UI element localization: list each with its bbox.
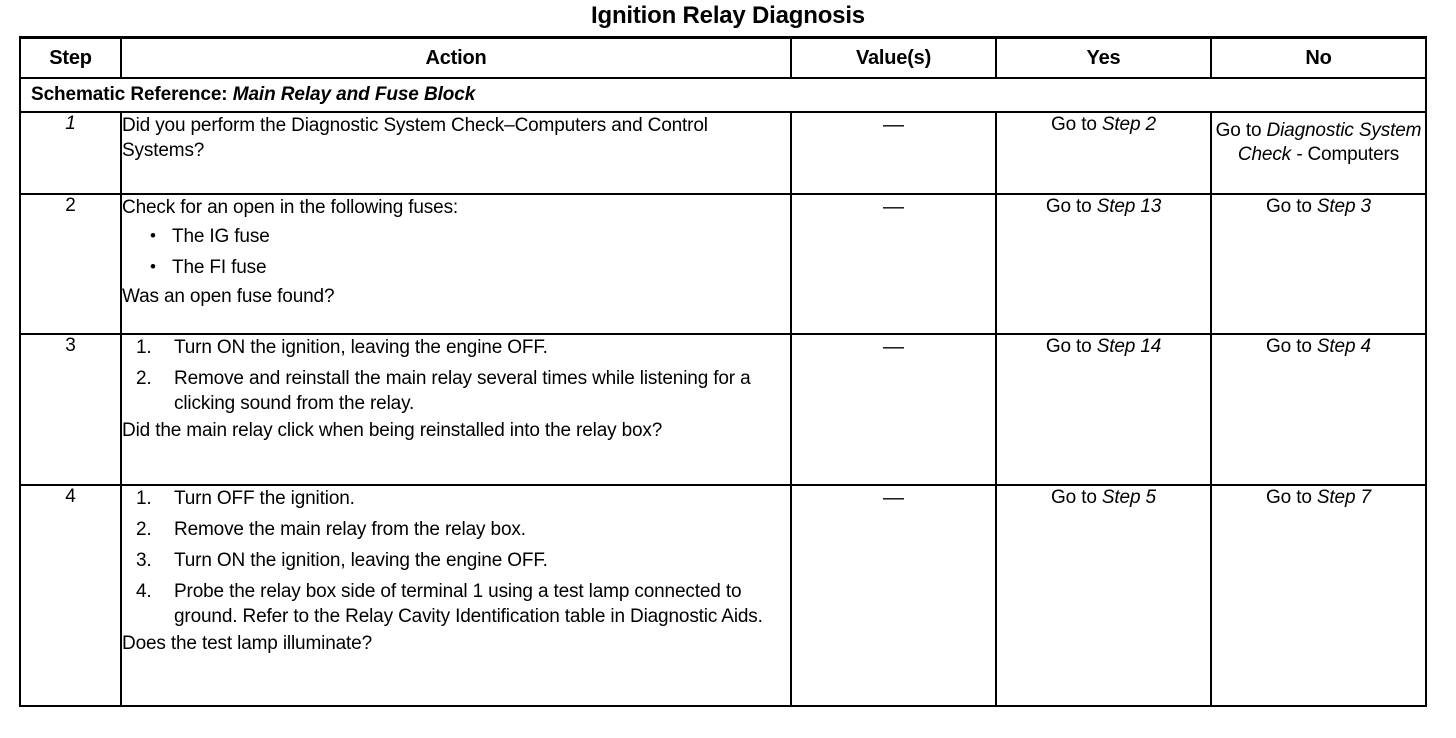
no-answer-suffix: Computers <box>1307 144 1400 165</box>
table-row: 3 Turn ON the ignition, leaving the engi… <box>19 333 1427 486</box>
yes-answer-reference: Step 13 <box>1096 196 1162 217</box>
action-cell: Check for an open in the following fuses… <box>120 193 792 335</box>
list-item: Remove the main relay from the relay box… <box>136 517 526 542</box>
no-answer-prefix: Go to <box>1266 196 1317 217</box>
yes-answer-prefix: Go to <box>1045 196 1097 217</box>
step-number: 4 <box>19 484 122 707</box>
yes-answer-cell: Go to Step 5 <box>995 484 1212 707</box>
list-item: Turn ON the ignition, leaving the engine… <box>136 335 548 360</box>
value-cell: — <box>790 484 997 707</box>
no-answer-cell: Go to Step 3 <box>1210 193 1427 335</box>
action-question: Did the main relay click when being rein… <box>122 420 663 441</box>
list-item: The IG fuse <box>148 223 790 249</box>
list-item: The FI fuse <box>148 254 790 280</box>
schematic-reference-name: Main Relay and Fuse Block <box>232 84 476 105</box>
action-question: Does the test lamp illuminate? <box>122 633 373 654</box>
column-header-yes: Yes <box>995 36 1212 79</box>
yes-answer-cell: Go to Step 14 <box>995 333 1212 486</box>
column-header-value: Value(s) <box>790 36 997 79</box>
table-row: 2 Check for an open in the following fus… <box>19 193 1427 335</box>
table-row: 4 Turn OFF the ignition. Remove the main… <box>19 484 1427 707</box>
yes-answer-prefix: Go to <box>1051 487 1102 508</box>
action-intro: Did you perform the Diagnostic System Ch… <box>122 115 708 161</box>
no-answer-prefix: Go to <box>1215 120 1267 141</box>
no-answer-reference: Step 7 <box>1316 487 1371 508</box>
step-number: 3 <box>19 333 122 486</box>
step-number: 2 <box>19 193 122 335</box>
yes-answer-prefix: Go to <box>1045 336 1097 357</box>
no-answer-prefix: Go to <box>1266 336 1317 357</box>
yes-answer-reference: Step 2 <box>1101 114 1156 135</box>
action-numbered-list: Turn OFF the ignition. Remove the main r… <box>122 486 790 629</box>
action-question: Was an open fuse found? <box>122 286 335 307</box>
column-header-no: No <box>1210 36 1427 79</box>
table-row: 1 Did you perform the Diagnostic System … <box>19 111 1427 195</box>
list-item: Turn ON the ignition, leaving the engine… <box>136 548 548 573</box>
page-title: Ignition Relay Diagnosis <box>591 2 865 29</box>
no-answer-cell: Go to Step 7 <box>1210 484 1427 707</box>
column-header-action: Action <box>120 36 792 79</box>
schematic-reference-label: Schematic Reference: <box>31 84 228 105</box>
yes-answer-prefix: Go to <box>1051 114 1102 135</box>
no-answer-reference: Diagnostic System Check - <box>1237 120 1422 165</box>
list-item: Remove and reinstall the main relay seve… <box>136 366 751 414</box>
no-answer-cell: Go to Diagnostic System Check - Computer… <box>1210 111 1427 195</box>
action-bullet-list: The IG fuse The FI fuse <box>122 223 790 280</box>
value-cell: — <box>790 333 997 486</box>
schematic-reference-row: Schematic Reference: Main Relay and Fuse… <box>19 77 1427 113</box>
yes-answer-reference: Step 14 <box>1096 336 1162 357</box>
step-number: 1 <box>19 111 122 195</box>
diagnosis-table: Step Action Value(s) Yes No Schematic Re… <box>19 36 1427 707</box>
no-answer-reference: Step 4 <box>1316 336 1371 357</box>
action-numbered-list: Turn ON the ignition, leaving the engine… <box>122 335 790 416</box>
no-answer-reference: Step 3 <box>1316 196 1371 217</box>
list-item: Probe the relay box side of terminal 1 u… <box>136 579 763 627</box>
yes-answer-reference: Step 5 <box>1101 487 1156 508</box>
action-intro: Check for an open in the following fuses… <box>122 197 459 218</box>
action-cell: Turn OFF the ignition. Remove the main r… <box>120 484 792 707</box>
column-header-step: Step <box>19 36 122 79</box>
yes-answer-cell: Go to Step 13 <box>995 193 1212 335</box>
table-header-row: Step Action Value(s) Yes No <box>19 36 1427 79</box>
action-cell: Turn ON the ignition, leaving the engine… <box>120 333 792 486</box>
value-cell: — <box>790 193 997 335</box>
action-cell: Did you perform the Diagnostic System Ch… <box>120 111 792 195</box>
value-cell: — <box>790 111 997 195</box>
list-item: Turn OFF the ignition. <box>136 486 355 511</box>
yes-answer-cell: Go to Step 2 <box>995 111 1212 195</box>
schematic-reference-cell: Schematic Reference: Main Relay and Fuse… <box>19 77 1427 113</box>
no-answer-cell: Go to Step 4 <box>1210 333 1427 486</box>
no-answer-prefix: Go to <box>1266 487 1317 508</box>
